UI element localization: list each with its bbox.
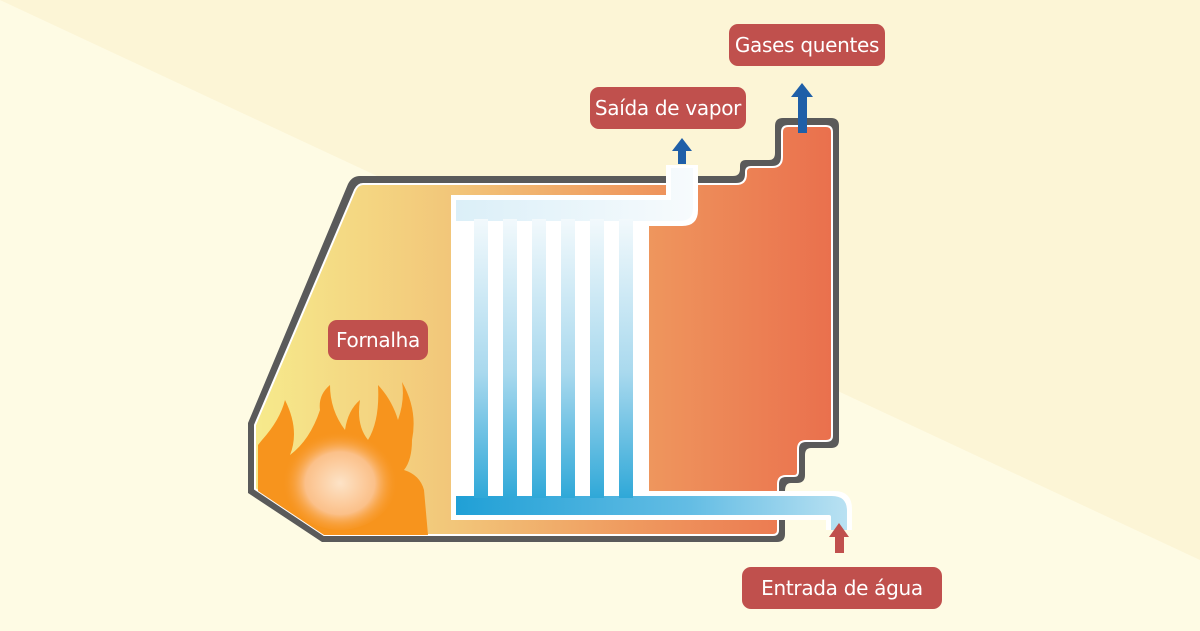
tube-6 xyxy=(619,219,633,498)
gas-out-arrow-icon xyxy=(791,83,813,133)
tube-1 xyxy=(474,219,488,498)
tube-5 xyxy=(590,219,604,498)
tube-2 xyxy=(503,219,517,498)
steam-manifold xyxy=(456,168,693,221)
water-in-arrow-icon xyxy=(829,523,849,553)
saida-de-vapor-label: Saída de vapor xyxy=(590,87,746,129)
tube-3 xyxy=(532,219,546,498)
tube-4 xyxy=(561,219,575,498)
steam-out-arrow-icon xyxy=(672,138,692,164)
water-manifold xyxy=(456,496,847,530)
fornalha-label: Fornalha xyxy=(328,320,428,360)
flame-icon xyxy=(258,382,428,535)
flame-core xyxy=(282,426,398,530)
tube-outline xyxy=(451,165,852,530)
gases-quentes-label: Gases quentes xyxy=(729,24,885,66)
entrada-de-agua-label: Entrada de água xyxy=(742,567,942,609)
tube-assembly xyxy=(451,165,852,530)
